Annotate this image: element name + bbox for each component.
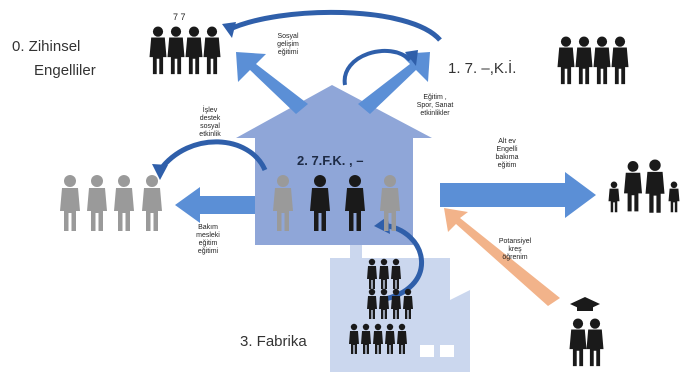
graduate-icon: [569, 297, 604, 367]
text-line: eğitimi: [197, 248, 219, 255]
top-right-people-group: [557, 36, 629, 85]
text-line: sosyal: [200, 123, 220, 130]
text-line: gelişim: [277, 41, 299, 48]
text-line: Engelli: [496, 146, 518, 153]
label-factory: 3. Fabrika: [240, 333, 307, 350]
text-line: Potansiyel: [498, 238, 532, 245]
text-line: eğitim: [497, 162, 517, 169]
label-top-left-group: 7 7: [173, 12, 186, 22]
text-line: kreş: [508, 246, 522, 253]
label-engelliler: Engelliler: [34, 62, 96, 79]
top-left-people-group: [149, 26, 221, 75]
text-line: eğitimi: [277, 49, 299, 56]
text-line: öğrenim: [502, 254, 528, 261]
text-line: etkinlik: [199, 131, 221, 138]
text-top-center: Sosyal gelişim eğitimi: [268, 33, 308, 57]
text-line: Bakım: [198, 224, 218, 231]
curved-arrow-top-big-head: [222, 22, 236, 38]
arrow-to-left-group: [175, 187, 255, 223]
text-line: mesleki: [196, 232, 220, 239]
text-line: Sosyal: [277, 33, 299, 40]
text-left-upper: İşlev destek sosyal etkinlik: [190, 107, 230, 139]
text-left-lower: Bakım mesleki eğitim eğitimi: [188, 224, 228, 256]
arrow-from-bottom-right: [444, 208, 560, 306]
label-house: 2. 7.F.K. , –: [297, 153, 364, 168]
text-right-middle: Alt ev Engelli bakıma eğitim: [486, 138, 528, 170]
arrow-to-right-family: [440, 172, 596, 218]
arrow-to-top-right: [358, 52, 430, 114]
family-icon: [608, 159, 680, 213]
text-line: Eğitim ,: [423, 94, 447, 101]
curved-arrow-left: [158, 139, 268, 172]
curved-arrow-top-big: [226, 9, 442, 42]
arrow-to-top-left: [236, 52, 308, 114]
label-top-right: 1. 7. –,K.İ.: [448, 60, 517, 77]
text-line: İşlev: [202, 107, 218, 114]
text-right-upper: Eğitim , Spor, Sanat etkinlikler: [410, 94, 460, 118]
text-line: destek: [199, 115, 221, 122]
text-line: etkinlikler: [420, 110, 450, 117]
curved-arrow-factory: [379, 222, 424, 303]
left-people-group: [60, 175, 162, 231]
text-line: Spor, Sanat: [416, 102, 454, 109]
curved-arrow-left-head: [152, 164, 168, 180]
curved-arrow-top-small: [342, 49, 412, 86]
curved-arrow-top-small-head: [405, 50, 418, 66]
text-line: Alt ev: [498, 138, 516, 145]
text-line: bakıma: [495, 154, 519, 161]
text-line: eğitim: [198, 240, 218, 247]
label-zihinsel: 0. Zihinsel: [12, 38, 81, 55]
text-bottom-right: Potansiyel kreş öğrenim: [490, 238, 540, 262]
